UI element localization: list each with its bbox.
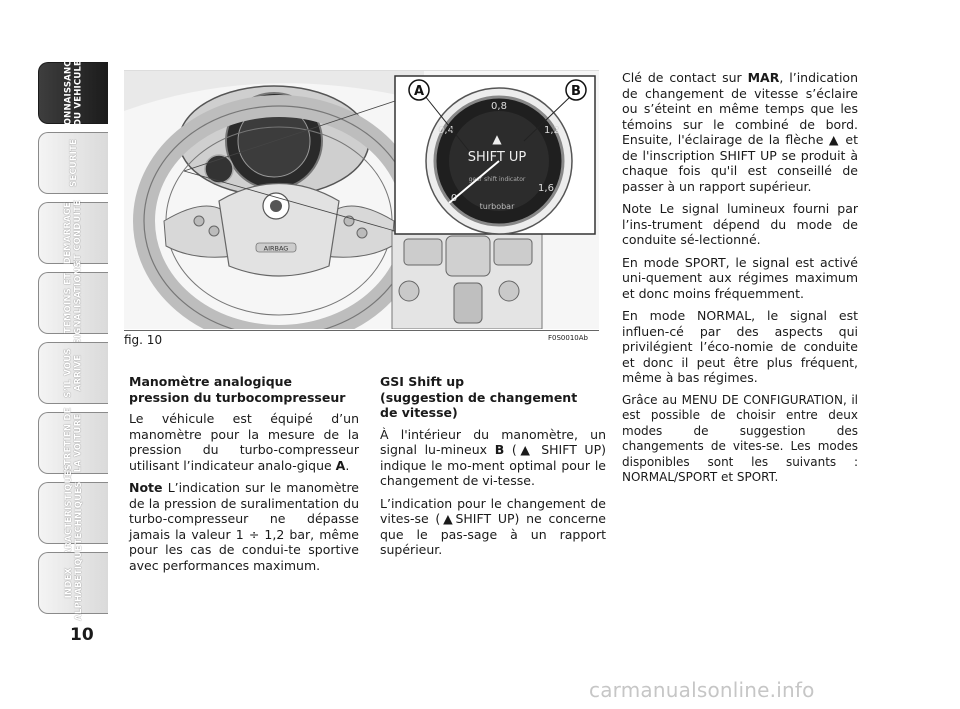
callout-b: B xyxy=(571,84,581,99)
paragraph: L’indication pour le changement de vites… xyxy=(380,495,606,558)
page-number: 10 xyxy=(70,625,94,645)
paragraph: À l'intérieur du manomètre, un signal lu… xyxy=(380,426,606,489)
shift-arrow-icon: ▲ xyxy=(492,132,502,146)
tab-securite[interactable]: SECURITE xyxy=(38,132,108,194)
paragraph: Clé de contact sur MAR, l’indication de … xyxy=(622,70,858,194)
figure-code: F0S0010Ab xyxy=(548,334,588,342)
tab-label: SECURITE xyxy=(68,139,79,187)
paragraph: En mode NORMAL, le signal est influen-cé… xyxy=(622,308,858,385)
steering-wheel-drawing: AIRBAG 0,8 0,4 1,2 0 1,6 ▲ SHIFT UP gear… xyxy=(124,71,599,329)
callout-a: A xyxy=(414,84,424,99)
paragraph: Grâce au MENU DE CONFIGURATION, il est p… xyxy=(622,392,858,485)
paragraph: En mode SPORT, le signal est activé uni-… xyxy=(622,254,858,301)
shift-up-label: SHIFT UP xyxy=(468,150,527,165)
gauge-subtitle: gear shift indicator xyxy=(469,176,526,183)
paragraph: Le véhicule est équipé d’un manomètre po… xyxy=(129,411,359,473)
dashboard-illustration: AIRBAG 0,8 0,4 1,2 0 1,6 ▲ SHIFT UP gear… xyxy=(124,70,599,329)
gauge-tick-top: 0,8 xyxy=(491,101,507,112)
gauge-brand: turbobar xyxy=(480,202,515,211)
caption-rule xyxy=(124,330,599,331)
gauge-tick-right: 1,2 xyxy=(544,125,560,136)
column-shift-indicator-modes: Clé de contact sur MAR, l’indication de … xyxy=(622,70,858,493)
airbag-label: AIRBAG xyxy=(264,245,289,253)
arrow-up-icon: ▲ xyxy=(828,132,840,147)
arrow-up-icon: ▲ xyxy=(516,442,534,457)
gauge-tick-left: 0,4 xyxy=(438,125,454,136)
gauge-tick-bottom-right: 1,6 xyxy=(538,183,554,194)
figure-caption: fig. 10 xyxy=(124,333,163,347)
paragraph: Note Le signal lumineux fourni par l’ins… xyxy=(622,201,858,247)
arrow-up-icon: ▲ xyxy=(440,511,456,526)
note-paragraph: Note L’indication sur le manomètre de la… xyxy=(129,480,359,573)
watermark: carmanualsonline.info xyxy=(589,678,815,702)
